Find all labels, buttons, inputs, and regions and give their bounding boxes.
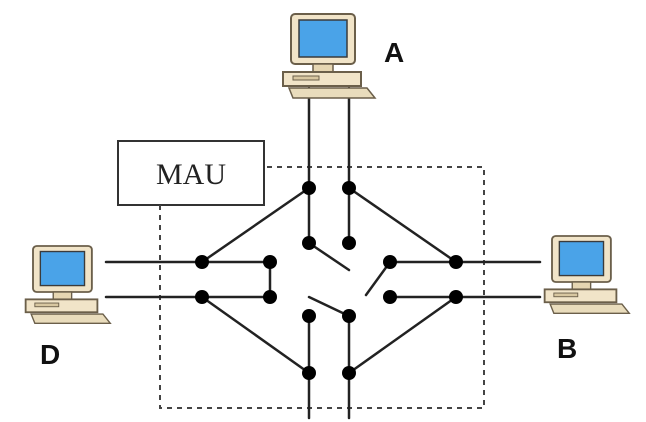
dot [342,309,356,323]
dot [263,290,277,304]
computer-icon [282,13,376,99]
dot [342,366,356,380]
dot [449,290,463,304]
dot [302,181,316,195]
mau-box: MAU [117,140,265,206]
junction-dots [195,181,463,380]
dot [195,255,209,269]
dot [383,255,397,269]
dot [263,255,277,269]
node-label-a: A [384,37,404,68]
node-label-d: D [40,339,60,370]
ring-wiring [104,86,542,420]
computer-icon [24,245,112,325]
dot [195,290,209,304]
mau-boundary [159,166,485,409]
dot [302,366,316,380]
node-label-b: B [557,333,577,364]
dot [302,309,316,323]
dot [342,236,356,250]
dot [449,255,463,269]
dot [342,181,356,195]
mau-label: MAU [156,158,226,191]
computer-icon [543,235,631,315]
dot [383,290,397,304]
dot [302,236,316,250]
